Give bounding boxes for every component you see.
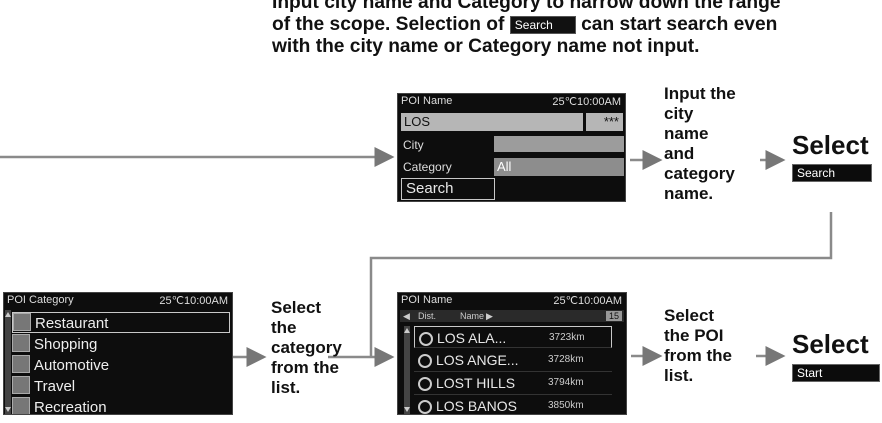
step-poi-text: Select the POI from the list. xyxy=(664,306,732,385)
poi-pin-icon xyxy=(418,400,432,414)
result-row[interactable]: LOST HILLS 3794km xyxy=(414,372,612,395)
category-scrollbar[interactable] xyxy=(5,310,11,414)
intro-line-2: of the scope. Selection of Search can st… xyxy=(272,14,778,35)
city-label: City xyxy=(403,138,424,152)
inline-search-button: Search xyxy=(509,16,576,34)
sort-left-icon[interactable]: ◀ xyxy=(403,311,410,321)
result-row[interactable]: LOS ALA... 3723km xyxy=(414,326,612,348)
result-row[interactable]: LOS BANOS 3850km xyxy=(414,395,612,414)
status-clock: 25℃10:00AM xyxy=(159,295,228,307)
category-item-restaurant[interactable]: Restaurant xyxy=(12,312,230,333)
poi-pin-icon xyxy=(418,354,432,368)
screen-title: POI Name xyxy=(401,95,453,107)
category-item-travel[interactable]: Travel xyxy=(12,376,75,397)
poi-results-screen: POI Name 25℃10:00AM ◀ Dist. Name ▶ 15 LO… xyxy=(397,292,627,415)
select-search-label: Select xyxy=(792,130,869,160)
city-field[interactable] xyxy=(494,136,624,152)
poi-pin-icon xyxy=(419,332,433,346)
screen-title: POI Category xyxy=(7,294,74,306)
select-search-button: Search xyxy=(792,164,872,182)
result-row[interactable]: LOS ANGE... 3728km xyxy=(414,349,612,372)
category-item-recreation[interactable]: Recreation xyxy=(12,397,107,414)
sort-name-tab[interactable]: Name xyxy=(460,311,485,321)
result-count: 15 xyxy=(605,311,622,321)
category-screen: POI Category 25℃10:00AM Restaurant Shopp… xyxy=(3,292,233,415)
poi-name-field[interactable]: LOS xyxy=(401,113,583,131)
sort-dist-tab[interactable]: Dist. xyxy=(418,311,436,321)
status-clock: 25℃10:00AM xyxy=(553,295,622,307)
sort-right-icon[interactable]: ▶ xyxy=(486,311,493,321)
step-input-text: Input the city name and category name. xyxy=(664,84,736,203)
search-button[interactable]: Search xyxy=(401,178,495,200)
travel-icon xyxy=(12,376,30,394)
shopping-icon xyxy=(12,334,30,352)
results-scrollbar[interactable] xyxy=(404,326,410,414)
car-icon xyxy=(12,355,30,373)
sort-bar: ◀ Dist. Name ▶ 15 xyxy=(400,310,624,322)
step-category-text: Select the category from the list. xyxy=(271,298,342,397)
stars-button[interactable]: *** xyxy=(586,113,623,131)
intro-line-1: Input city name and Category to narrow d… xyxy=(272,0,781,13)
category-item-shopping[interactable]: Shopping xyxy=(12,334,97,355)
screen-header: POI Name 25℃10:00AM xyxy=(398,94,625,110)
fork-knife-icon xyxy=(13,313,31,331)
select-start-button: Start xyxy=(792,364,880,382)
intro-text: Input city name and Category to narrow d… xyxy=(272,0,878,58)
category-label: Category xyxy=(403,160,452,174)
category-item-automotive[interactable]: Automotive xyxy=(12,355,109,376)
screen-title: POI Name xyxy=(401,294,453,306)
category-field[interactable]: All xyxy=(494,158,624,176)
select-start-label: Select xyxy=(792,329,869,359)
poi-search-screen: POI Name 25℃10:00AM LOS *** City Categor… xyxy=(397,93,626,202)
intro-line-3: with the city name or Category name not … xyxy=(272,36,700,57)
recreation-icon xyxy=(12,397,30,414)
status-clock: 25℃10:00AM xyxy=(552,96,621,108)
screen-header: POI Name 25℃10:00AM xyxy=(398,293,626,309)
connector-down xyxy=(369,212,833,357)
screen-header: POI Category 25℃10:00AM xyxy=(4,293,232,309)
poi-pin-icon xyxy=(418,377,432,391)
